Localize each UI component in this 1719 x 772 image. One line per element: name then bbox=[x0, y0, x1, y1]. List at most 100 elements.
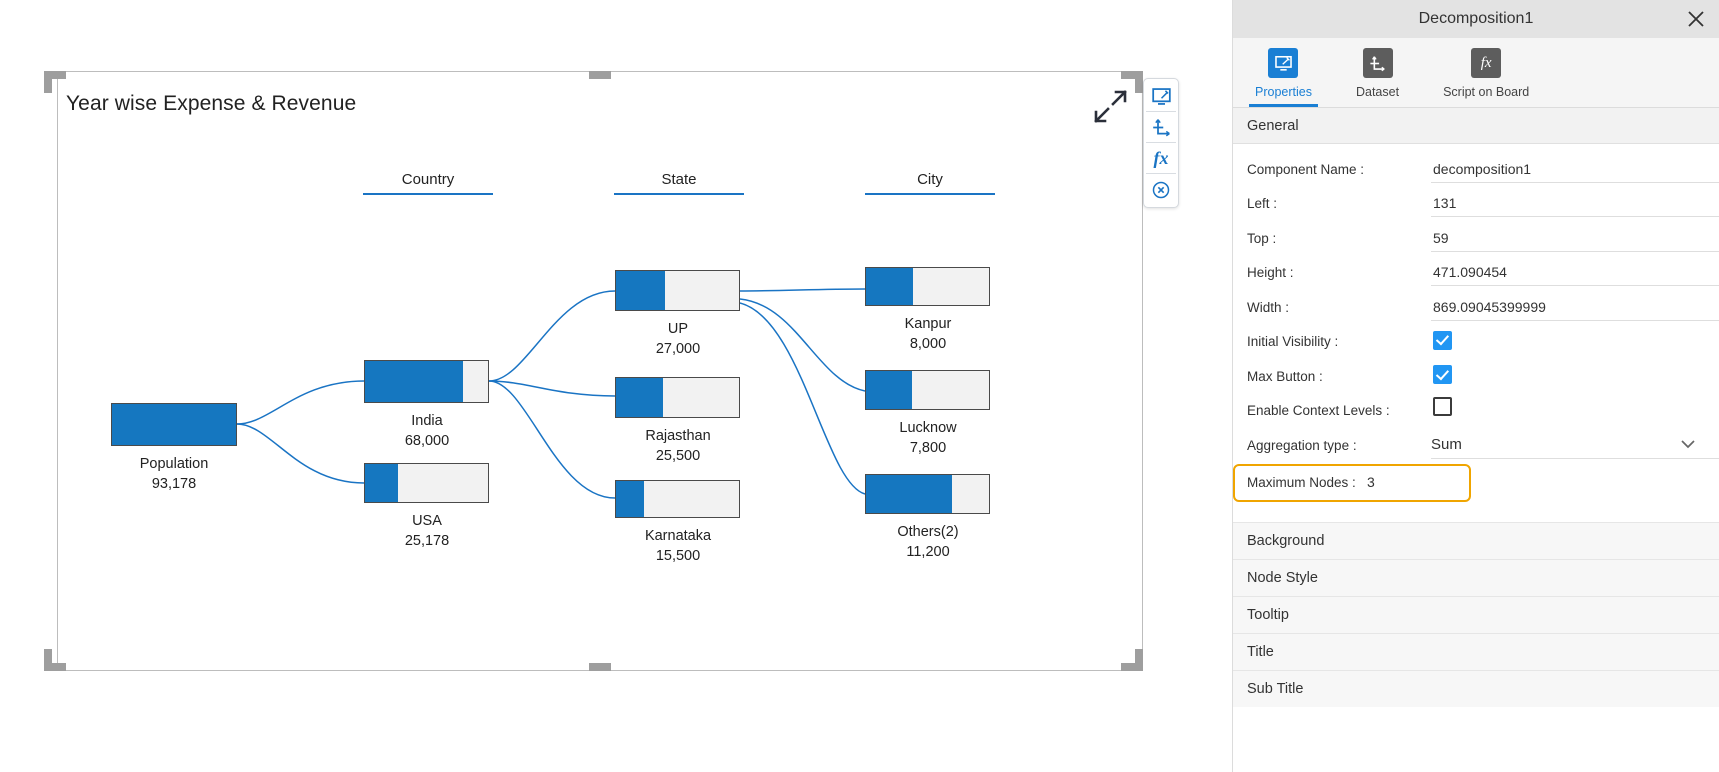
node-karnataka[interactable] bbox=[615, 480, 740, 518]
node-lucknow[interactable] bbox=[865, 370, 990, 410]
node-rajasthan[interactable] bbox=[615, 377, 740, 418]
node-fill bbox=[616, 481, 645, 517]
maximum-nodes-input[interactable]: 3 bbox=[1367, 474, 1375, 490]
node-value: 93,178 bbox=[151, 476, 197, 492]
node-fill bbox=[866, 475, 953, 513]
height-input[interactable]: 471.090454 bbox=[1431, 259, 1719, 287]
node-label-others: Others(2) 11,200 bbox=[845, 522, 1011, 562]
width-input[interactable]: 869.09045399999 bbox=[1431, 294, 1719, 321]
node-kanpur[interactable] bbox=[865, 267, 990, 306]
fx-glyph: fx bbox=[1480, 54, 1492, 71]
node-usa[interactable] bbox=[364, 463, 489, 503]
close-circle-icon[interactable] bbox=[1146, 174, 1176, 205]
section-general: General bbox=[1233, 108, 1719, 144]
section-background[interactable]: Background bbox=[1233, 522, 1719, 559]
design-canvas[interactable]: Year wise Expense & Revenue bbox=[0, 0, 1232, 772]
node-name: Karnataka bbox=[644, 528, 712, 544]
close-icon[interactable] bbox=[1685, 8, 1707, 30]
node-others[interactable] bbox=[865, 474, 990, 514]
node-up[interactable] bbox=[615, 270, 740, 311]
enable-context-levels-checkbox[interactable] bbox=[1433, 397, 1452, 417]
section-title[interactable]: Title bbox=[1233, 633, 1719, 670]
section-sub-title[interactable]: Sub Title bbox=[1233, 670, 1719, 707]
resize-handle-bottom-left[interactable] bbox=[44, 649, 52, 671]
tab-dataset[interactable]: Dataset bbox=[1334, 48, 1421, 107]
property-component-name: Component Name : decomposition1 bbox=[1233, 152, 1719, 187]
property-max-button: Max Button : bbox=[1233, 359, 1719, 394]
resize-handle-top-left-h[interactable] bbox=[44, 71, 66, 79]
initial-visibility-checkbox[interactable] bbox=[1433, 330, 1452, 350]
node-value: 27,000 bbox=[655, 341, 701, 357]
left-input[interactable]: 131 bbox=[1431, 190, 1719, 218]
component-floating-toolbar[interactable]: fx bbox=[1143, 78, 1179, 208]
node-fill bbox=[616, 271, 666, 310]
property-label: Initial Visibility : bbox=[1247, 334, 1339, 350]
node-label-rajasthan: Rajasthan 25,500 bbox=[595, 426, 761, 466]
chevron-down-icon bbox=[1681, 438, 1695, 452]
top-input[interactable]: 59 bbox=[1431, 225, 1719, 252]
column-header-city-label: City bbox=[917, 171, 943, 188]
section-background-label: Background bbox=[1247, 533, 1325, 549]
column-header-city: City bbox=[865, 171, 995, 195]
node-value: 25,178 bbox=[404, 533, 450, 549]
chart-title: Year wise Expense & Revenue bbox=[66, 92, 357, 115]
fx-script-icon[interactable]: fx bbox=[1146, 143, 1176, 174]
property-label: Top : bbox=[1247, 230, 1277, 246]
property-label: Left : bbox=[1247, 196, 1278, 212]
node-label-karnataka: Karnataka 15,500 bbox=[595, 526, 761, 566]
property-label: Enable Context Levels : bbox=[1247, 403, 1390, 419]
max-button-checkbox[interactable] bbox=[1433, 365, 1452, 385]
resize-handle-top-middle[interactable] bbox=[589, 71, 611, 79]
property-label: Maximum Nodes : bbox=[1247, 475, 1356, 490]
properties-list: Component Name : decomposition1 Left : 1… bbox=[1233, 144, 1719, 502]
resize-handle-bottom-right[interactable] bbox=[1135, 649, 1143, 671]
section-node-style[interactable]: Node Style bbox=[1233, 559, 1719, 596]
resize-handle-bottom-left-h[interactable] bbox=[44, 663, 66, 671]
property-top: Top : 59 bbox=[1233, 221, 1719, 256]
property-label: Width : bbox=[1247, 299, 1290, 315]
resize-handle-bottom-middle[interactable] bbox=[589, 663, 611, 671]
node-value: 68,000 bbox=[404, 433, 450, 449]
property-label: Component Name : bbox=[1247, 161, 1365, 177]
node-label-kanpur: Kanpur 8,000 bbox=[845, 314, 1011, 354]
tab-active-underline bbox=[1249, 104, 1318, 107]
node-name: Others(2) bbox=[897, 524, 959, 540]
node-label-usa: USA 25,178 bbox=[344, 511, 510, 551]
resize-handle-bottom-right-h[interactable] bbox=[1121, 663, 1143, 671]
node-label-up: UP 27,000 bbox=[595, 319, 761, 359]
property-value-wrap bbox=[1431, 363, 1719, 390]
axis-dataset-icon[interactable] bbox=[1146, 112, 1176, 143]
section-node-style-label: Node Style bbox=[1247, 570, 1318, 586]
node-name: Population bbox=[139, 456, 209, 472]
column-header-rule bbox=[865, 193, 995, 195]
section-general-label: General bbox=[1247, 117, 1299, 134]
resize-handle-top-right[interactable] bbox=[1135, 71, 1143, 93]
node-population[interactable] bbox=[111, 403, 237, 446]
panel-tabs[interactable]: Properties Dataset fx bbox=[1233, 38, 1719, 108]
fx-script-icon: fx bbox=[1471, 48, 1502, 78]
column-header-rule bbox=[363, 193, 493, 195]
section-tooltip[interactable]: Tooltip bbox=[1233, 596, 1719, 633]
component-name-input[interactable]: decomposition1 bbox=[1431, 156, 1719, 183]
node-name: Kanpur bbox=[904, 316, 952, 332]
node-value: 25,500 bbox=[655, 448, 701, 464]
expand-arrows-icon[interactable] bbox=[1092, 88, 1128, 124]
screen-edit-icon[interactable] bbox=[1146, 81, 1176, 112]
tab-script-on-board[interactable]: fx Script on Board bbox=[1421, 48, 1551, 107]
node-label-india: India 68,000 bbox=[344, 411, 510, 451]
aggregation-type-select[interactable]: Sum bbox=[1431, 432, 1719, 459]
resize-handle-top-right-h[interactable] bbox=[1121, 71, 1143, 79]
node-india[interactable] bbox=[364, 360, 489, 403]
resize-handle-top-left[interactable] bbox=[44, 71, 52, 93]
property-label: Max Button : bbox=[1247, 368, 1323, 384]
section-sub-title-label: Sub Title bbox=[1247, 681, 1304, 697]
tab-properties[interactable]: Properties bbox=[1233, 48, 1334, 107]
node-name: USA bbox=[412, 513, 442, 529]
section-tooltip-label: Tooltip bbox=[1247, 607, 1289, 623]
column-header-rule bbox=[614, 193, 744, 195]
property-width: Width : 869.09045399999 bbox=[1233, 290, 1719, 325]
node-name: India bbox=[411, 413, 443, 429]
panel-header: Decomposition1 bbox=[1233, 0, 1719, 38]
section-title-label: Title bbox=[1247, 644, 1274, 660]
